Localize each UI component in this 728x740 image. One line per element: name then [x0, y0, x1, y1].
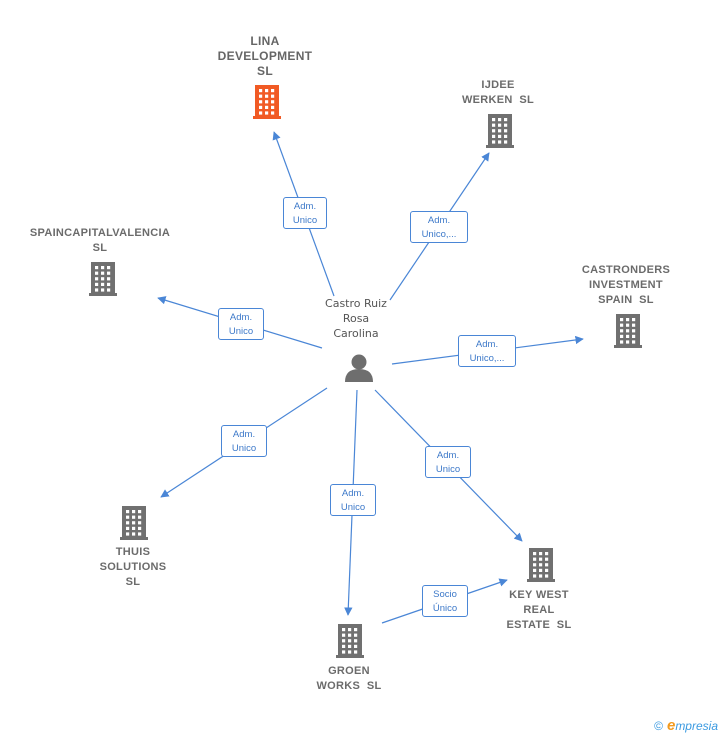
company-label-line: THUIS	[115, 546, 151, 558]
person-icon[interactable]	[345, 354, 373, 383]
company-label-line: GROEN	[328, 665, 370, 677]
building-icon[interactable]	[486, 114, 514, 148]
building-icon[interactable]	[253, 85, 281, 119]
company-label-line: ESTATE SL	[506, 619, 572, 631]
edge-label-line: Adm.	[293, 201, 317, 212]
edge-label-line: Unico	[340, 502, 366, 513]
edge-label-line: Adm.	[341, 488, 365, 499]
company-label-spaincap[interactable]: SPAINCAPITALVALENCIA SL	[20, 226, 180, 256]
company-label-line: KEY WEST	[509, 589, 569, 601]
edge-label-line: Adm.	[475, 339, 499, 350]
company-label-line: REAL	[523, 604, 555, 616]
company-label-ijdee[interactable]: IJDEE WERKEN SL	[418, 78, 578, 108]
edge-label-line: Adm.	[427, 215, 451, 226]
edge-label-center-keywest[interactable]: Adm. Unico	[425, 446, 471, 478]
edge-label-line: Unico,...	[421, 229, 457, 240]
company-label-line: CASTRONDERS	[581, 264, 671, 276]
building-icon[interactable]	[336, 624, 364, 658]
edge-label-line: Adm.	[229, 312, 253, 323]
edge-label-line: Adm.	[232, 429, 256, 440]
edge-label-line: Socio	[433, 589, 457, 600]
company-label-keywest[interactable]: KEY WEST REAL ESTATE SL	[459, 588, 619, 633]
company-label-line: IJDEE	[481, 79, 515, 91]
edge-label-center-spaincap[interactable]: Adm. Unico	[218, 308, 264, 340]
company-label-line: SL	[257, 64, 273, 78]
company-label-line: SOLUTIONS	[99, 561, 167, 573]
edge-label-line: Unico	[435, 464, 461, 475]
edge-label-center-thuis[interactable]: Adm. Unico	[221, 425, 267, 457]
company-label-line: WERKEN SL	[461, 94, 535, 106]
company-label-line: DEVELOPMENT	[217, 49, 313, 63]
edge-label-line: Unico,...	[469, 353, 505, 364]
edge-label-line: Unico	[231, 443, 257, 454]
edge-label-line: Único	[432, 603, 458, 614]
person-name-line: Rosa	[342, 312, 370, 325]
company-label-groen[interactable]: GROEN WORKS SL	[269, 664, 429, 694]
person-name-line: Castro Ruiz	[325, 297, 387, 310]
edge-label-line: Unico	[292, 215, 318, 226]
company-label-line: INVESTMENT	[589, 279, 663, 291]
building-icon[interactable]	[120, 506, 148, 540]
copyright-icon: ©	[654, 719, 663, 733]
company-label-line: SL	[92, 242, 108, 254]
empresia-logo: ©empresia	[654, 717, 718, 734]
company-label-line: WORKS SL	[316, 680, 382, 692]
edge-label-center-castronders[interactable]: Adm. Unico,...	[458, 335, 516, 367]
edge-label-center-lina[interactable]: Adm. Unico	[283, 197, 327, 229]
edge-label-center-groen[interactable]: Adm. Unico	[330, 484, 376, 516]
company-label-line: LINA	[250, 34, 280, 48]
edge-label-line: Unico	[228, 326, 254, 337]
company-label-line: SL	[125, 576, 141, 588]
building-icon[interactable]	[527, 548, 555, 582]
company-label-thuis[interactable]: THUIS SOLUTIONS SL	[53, 545, 213, 590]
edge-label-center-ijdee[interactable]: Adm. Unico,...	[410, 211, 468, 243]
company-label-line: SPAIN SL	[598, 294, 654, 306]
building-icon[interactable]	[614, 314, 642, 348]
person-name-line: Carolina	[333, 327, 379, 340]
edge-label-line: Adm.	[436, 450, 460, 461]
building-icon[interactable]	[89, 262, 117, 296]
company-label-line: SPAINCAPITALVALENCIA	[29, 227, 171, 239]
company-label-castronders[interactable]: CASTRONDERS INVESTMENT SPAIN SL	[546, 263, 706, 308]
